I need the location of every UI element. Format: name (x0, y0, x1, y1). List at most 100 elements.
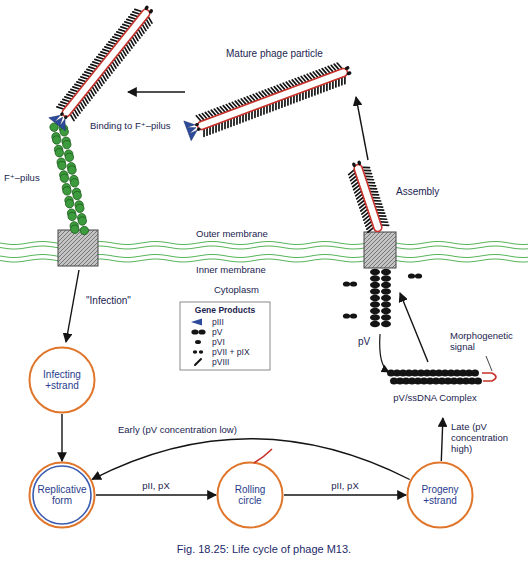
figure-label: Morphogenetic signal (450, 330, 528, 352)
pviii-coat (226, 120, 231, 127)
pv-bead (370, 295, 380, 301)
pv-bead (370, 282, 380, 288)
node-text-block: Infecting +strand (28, 346, 96, 414)
pilus-subunit (53, 136, 61, 144)
pv-bead (370, 321, 380, 327)
legend-icon (199, 350, 203, 354)
pviii-coat (205, 128, 210, 135)
pviii-coat (310, 89, 315, 96)
pviii-coat (381, 220, 388, 224)
assembly-site (364, 232, 396, 268)
node-text: Rolling circle (223, 484, 277, 506)
pv-dimer (415, 273, 422, 278)
pviii-coat (376, 205, 383, 209)
edge-label: Early (pV concentration low) (118, 424, 298, 435)
pviii-coat (295, 95, 300, 102)
pviii-coat (277, 101, 282, 108)
pviii-coat (229, 119, 234, 126)
pviii-coat (289, 97, 294, 104)
pviii-coat (369, 183, 376, 187)
figure-label: "Infection" (86, 295, 162, 306)
pv-bead (381, 301, 391, 307)
infection-arrow (66, 270, 79, 342)
legend-icons (191, 319, 206, 366)
pviii-coat (313, 88, 318, 95)
pv-ssdna-column (343, 269, 422, 327)
pviii-coat (379, 214, 386, 218)
pviii-coat (286, 98, 291, 105)
dna-circle: Infecting +strand (28, 346, 96, 414)
flow-connector (441, 418, 443, 461)
piii-protein (189, 130, 200, 140)
pviii-coat (241, 115, 246, 122)
pilus-subunit (55, 149, 63, 157)
node-text-block: Progeny +strand (406, 461, 474, 529)
pviii-coat (256, 109, 261, 116)
pviii-coat (301, 92, 306, 99)
pviii-coat (378, 211, 385, 215)
flow-connector (61, 414, 62, 461)
node-text-block: pV/ssDNA Complex (385, 392, 485, 403)
pv-bead (474, 378, 482, 385)
pviii-coat (331, 81, 336, 88)
flow-arrow (400, 293, 428, 362)
pviii-coat (268, 105, 273, 112)
pviii-coat (348, 170, 355, 174)
circle-outline (30, 348, 95, 413)
pviii-coat (368, 180, 375, 184)
node-text: Infecting +strand (35, 369, 89, 391)
pviii-coat (382, 223, 389, 227)
pviii-coat (298, 94, 303, 101)
pv-bead (381, 288, 391, 294)
pv-bead (370, 308, 380, 314)
node-text-block: Rolling circle (216, 461, 284, 529)
dna-circle: Replicative form (28, 461, 96, 529)
pviii-coat (259, 108, 264, 115)
phage-particle (345, 158, 389, 234)
pv-dimer (408, 273, 415, 278)
pv-bead (370, 288, 380, 294)
pviii-coat (292, 96, 297, 103)
legend-text: pIII (212, 317, 270, 327)
pilus-base-hatch (58, 230, 98, 266)
flow-arrow (356, 97, 368, 160)
pv-arrow (380, 334, 389, 372)
pviii-coat (372, 193, 379, 197)
node-text: Progeny +strand (413, 484, 467, 506)
pvii-pix-protein (357, 160, 362, 166)
pviii-coat (322, 85, 327, 92)
pvi-protein (194, 122, 199, 126)
pv-dimer (350, 313, 357, 318)
pviii-coat (337, 62, 342, 69)
figure-label: Mature phage particle (226, 48, 356, 59)
node-text: Replicative form (35, 484, 89, 506)
pviii-coat (365, 171, 372, 175)
pviii-coat (253, 110, 258, 117)
pviii-coat (316, 87, 321, 94)
pviii-coat (220, 123, 225, 130)
pviii-coat (371, 190, 378, 194)
pviii-coat (377, 208, 384, 212)
legend-text: pVII + pIX (212, 347, 270, 357)
pviii-coat (375, 202, 382, 206)
pviii-coat (247, 113, 252, 120)
pviii-coat (250, 111, 255, 118)
pviii-coat (283, 99, 288, 106)
legend-text: pVIII (212, 357, 270, 367)
pilus-subunit (76, 204, 84, 212)
phage-particle (184, 60, 355, 142)
pviii-coat (337, 79, 342, 86)
pilus-subunit (63, 140, 71, 148)
pviii-coat (374, 199, 381, 203)
figure-label: pV (358, 336, 380, 347)
figure-label: Gene Products (181, 305, 269, 316)
pviii-coat (364, 168, 371, 172)
edge-label: Late (pV concentration high) (451, 421, 527, 454)
pilus-subunit (70, 179, 78, 187)
pvi-protein (59, 112, 64, 117)
pviii-coat (202, 129, 207, 136)
pviii-coat (366, 174, 373, 178)
legend-icon (195, 340, 201, 344)
pviii-coat (280, 100, 285, 107)
pviii-coat (262, 107, 267, 114)
